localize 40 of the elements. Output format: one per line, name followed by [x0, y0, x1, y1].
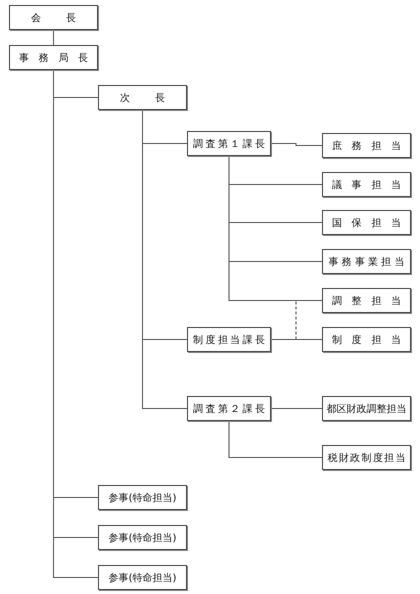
org-box: [9, 45, 98, 70]
box-label: 参事(特命担当): [108, 532, 176, 544]
box-label: 制度担当課長: [193, 334, 268, 346]
box-label: 事務局長: [18, 52, 98, 64]
box-label: 庶務担当: [332, 140, 411, 152]
org-box: [322, 172, 411, 197]
box-label: 都区財政調整担当: [326, 402, 406, 416]
box-label: 税財政制度担当: [328, 452, 407, 464]
org-box: [98, 485, 187, 510]
org-box: [187, 131, 271, 156]
org-box: [322, 133, 411, 158]
box-label: 調査第１課長: [193, 138, 268, 150]
connector-line: [270, 143, 322, 146]
box-label: 参事(特命担当): [108, 572, 176, 584]
connector-line: [53, 30, 54, 46]
org-box: [322, 396, 411, 421]
org-box: [322, 327, 411, 352]
box-label: 次長: [120, 92, 190, 104]
org-box: [98, 525, 187, 550]
org-box: [9, 5, 98, 30]
box-label: 調整担当: [332, 294, 411, 308]
box-label: 国保担当: [332, 216, 411, 230]
org-box: [322, 445, 411, 470]
org-box: [322, 288, 411, 313]
box-label: 会長: [31, 12, 101, 24]
org-box: [322, 210, 411, 235]
connector-line: [270, 408, 322, 409]
box-label: 制度担当: [332, 334, 411, 346]
org-box: [187, 396, 271, 421]
org-box: [322, 249, 411, 274]
org-box: [187, 327, 271, 352]
box-label: 事務事業担当: [328, 256, 408, 268]
org-box: [98, 565, 187, 590]
box-label: 議事担当: [332, 178, 411, 192]
connector-line: [270, 300, 322, 340]
box-label: 調査第２課長: [193, 402, 268, 416]
box-label: 参事(特命担当): [108, 492, 176, 504]
org-box: [98, 85, 187, 110]
connector-line: [228, 420, 322, 458]
connector-line: [228, 156, 322, 301]
